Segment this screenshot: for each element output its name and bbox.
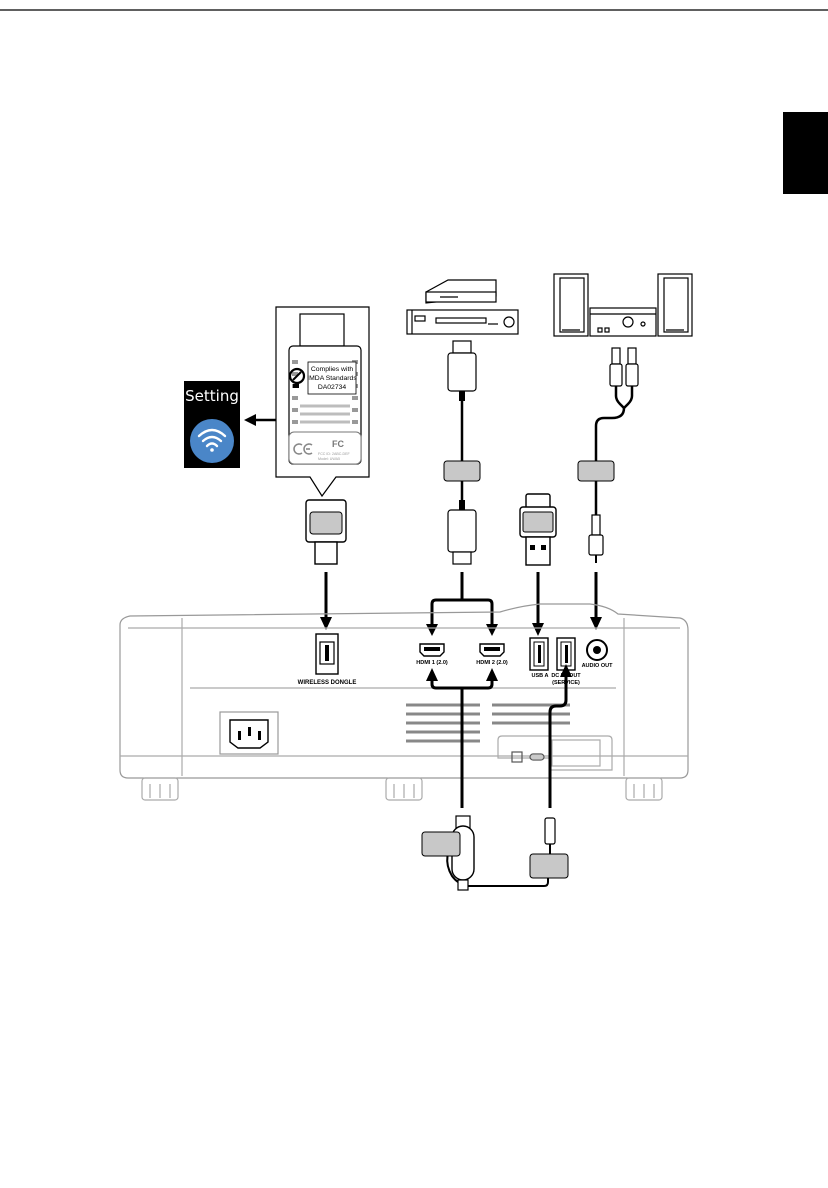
- speaker-system-icon: [554, 274, 692, 336]
- compliance-line-2: IMDA Standards: [307, 375, 357, 382]
- port-audio-out: AUDIO OUT: [582, 640, 614, 669]
- fcc-mark: FC: [332, 439, 344, 449]
- streaming-stick: [422, 816, 548, 890]
- audio-cable: [578, 348, 638, 630]
- compliance-line-1: Complies with: [311, 366, 354, 373]
- port-hdmi2: HDMI 2 (2.0): [476, 644, 508, 666]
- usb-power-cable: [530, 664, 572, 878]
- projector-body: [120, 604, 688, 800]
- power-inlet: [220, 712, 278, 754]
- wifi-circle: [190, 419, 234, 463]
- side-language-tab: [783, 112, 828, 194]
- hdmi-cable-label: [444, 461, 480, 481]
- hdmi-cable-top: [426, 341, 498, 636]
- port-hdmi1: HDMI 1 (2.0): [416, 644, 448, 666]
- label-wireless-dongle: WIRELESS DONGLE: [298, 680, 357, 686]
- label-hdmi1: HDMI 1 (2.0): [416, 660, 448, 666]
- compliance-line-3: DA02734: [318, 384, 347, 391]
- label-hdmi2: HDMI 2 (2.0): [476, 660, 508, 666]
- power-cable-label: [530, 854, 568, 878]
- setting-tile: Setting: [184, 381, 240, 468]
- hdmi-bottom-connectors: [426, 668, 498, 808]
- stick-cable-label: [422, 832, 460, 856]
- fine-print-1: FCC ID: 2ABC-DEF: [318, 452, 351, 456]
- setting-label: Setting: [185, 387, 239, 405]
- wireless-dongle-plug: [306, 500, 346, 630]
- dongle-cable-label: [310, 512, 342, 534]
- usb-cable-label: [523, 512, 553, 532]
- fine-print-2: Model: UWA5: [318, 457, 340, 461]
- port-wireless-dongle: WIRELESS DONGLE: [298, 634, 357, 686]
- arrow-to-setting: [244, 414, 276, 426]
- port-usb-a: USB A: [530, 638, 548, 679]
- media-player-icon: [407, 280, 518, 334]
- label-usb-a: USB A: [532, 673, 549, 679]
- label-audio-out: AUDIO OUT: [582, 663, 614, 669]
- usb-a-plug: [520, 494, 556, 636]
- audio-cable-label: [578, 461, 614, 481]
- dongle-callout: Complies with IMDA Standards DA02734 FC …: [276, 307, 369, 496]
